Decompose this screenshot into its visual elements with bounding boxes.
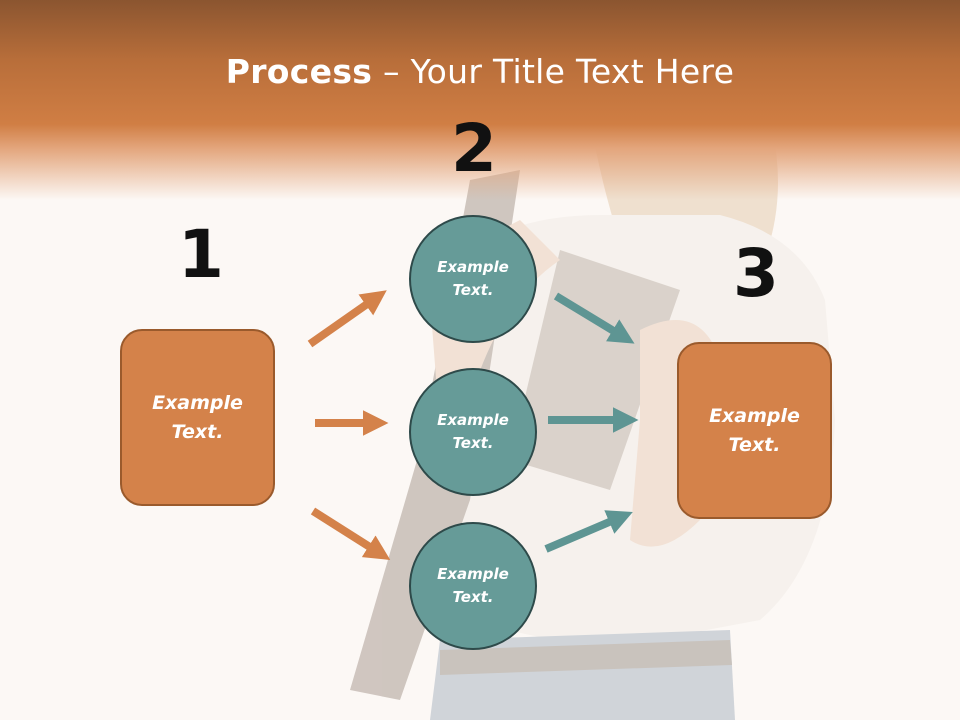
step-number-3: 3: [733, 235, 779, 312]
arrow-right-down-icon: [310, 507, 391, 560]
process-circle-bottom: Example Text.: [409, 522, 537, 650]
title-rest: – Your Title Text Here: [372, 52, 735, 91]
header-band: [0, 0, 960, 200]
process-circle-top: Example Text.: [409, 215, 537, 343]
arrow-right-up-icon: [307, 290, 387, 348]
left-process-box: Example Text.: [120, 329, 275, 506]
circle-bottom-text: Example Text.: [437, 565, 509, 606]
arrow-right-up-icon: [544, 510, 633, 553]
step-number-2: 2: [451, 110, 497, 187]
title-bold: Process: [225, 52, 373, 91]
circle-top-text: Example Text.: [437, 258, 509, 299]
process-circle-middle: Example Text.: [409, 368, 537, 496]
left-box-text: Example Text.: [152, 391, 243, 443]
right-process-box: Example Text.: [677, 342, 832, 519]
right-box-text: Example Text.: [709, 404, 800, 456]
step-number-1: 1: [178, 216, 224, 293]
page-title: Process – Your Title Text Here: [0, 52, 960, 91]
arrow-right-down-icon: [553, 292, 635, 344]
circle-middle-text: Example Text.: [437, 411, 509, 452]
